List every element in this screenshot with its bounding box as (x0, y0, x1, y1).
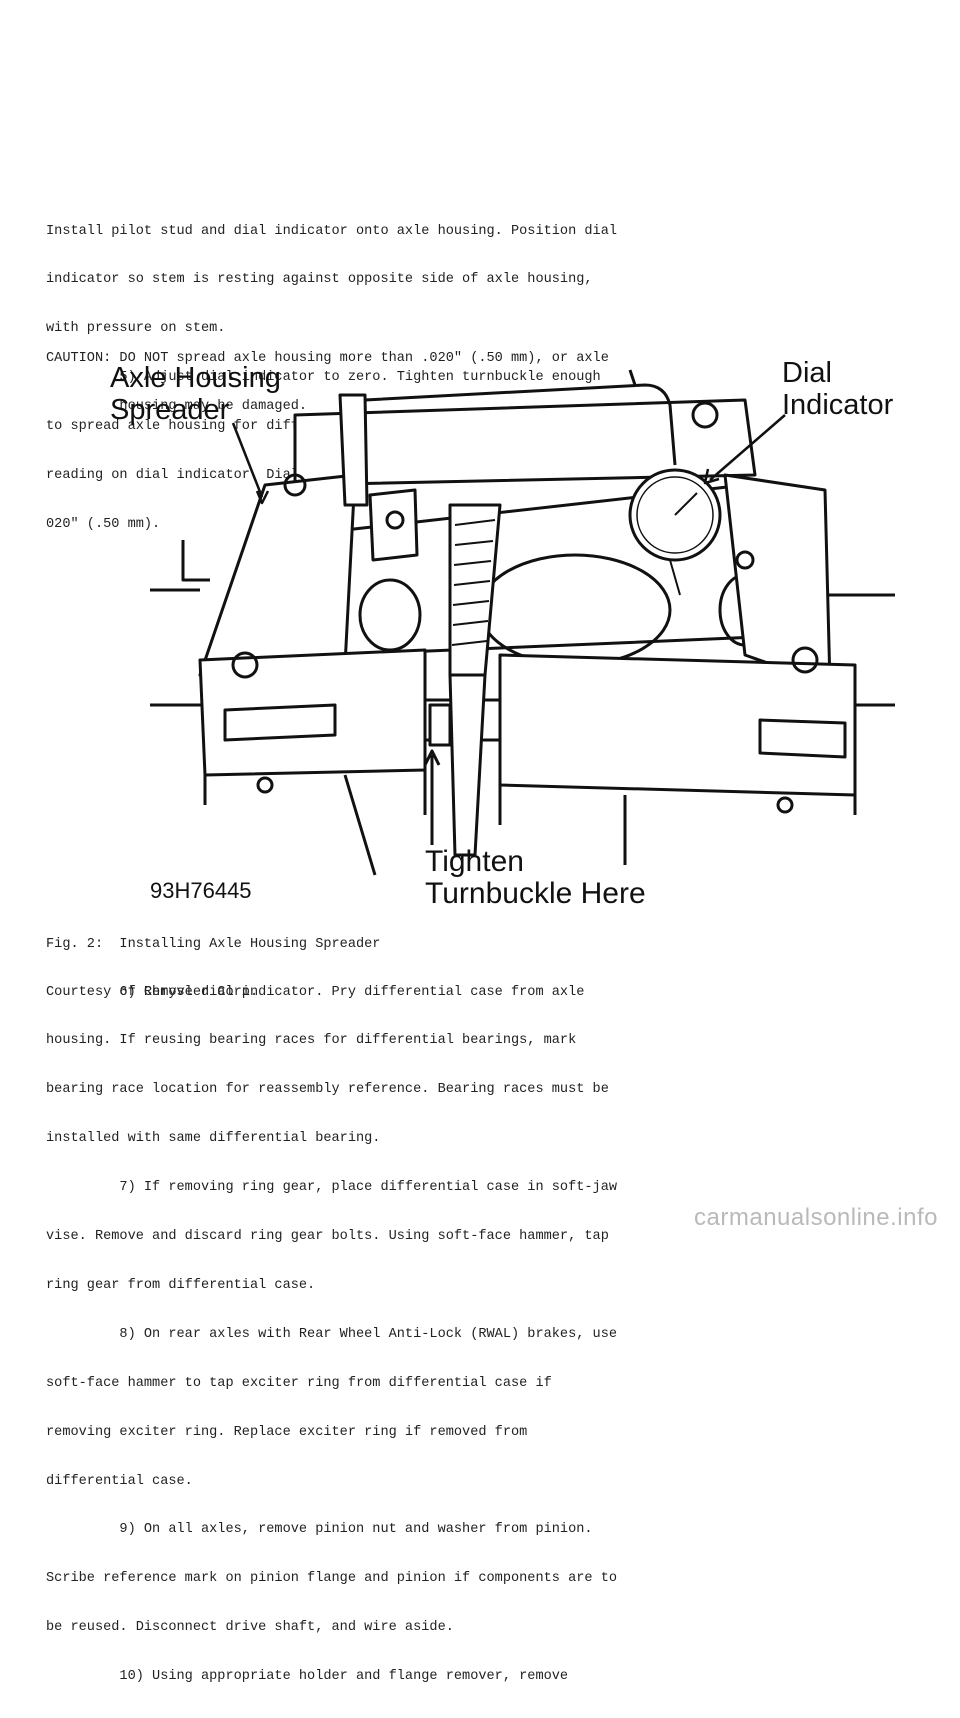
step-line: housing. If reusing bearing races for di… (46, 1033, 577, 1049)
label-indicator-2: Indicator (782, 389, 894, 421)
stud-bracket (368, 488, 419, 562)
step-line: 8) On rear axles with Rear Wheel Anti-Lo… (46, 1326, 618, 1342)
bolt (231, 651, 259, 679)
axle-spreader-figure: Axle Housing Spreader Dial Indicator Tig… (105, 355, 905, 910)
indicator-arrowhead (703, 468, 720, 485)
caution-note: CAUTION: DO NOT spread axle housing more… (46, 318, 609, 448)
pilot-stud (338, 393, 369, 507)
step-line: removing exciter ring. Replace exciter r… (46, 1424, 528, 1440)
label-indicator-1: Dial (782, 357, 832, 389)
bolt (776, 796, 794, 814)
procedure-steps: 6) Remove dial indicator. Pry differenti… (46, 952, 617, 1718)
step-line: differential case. (46, 1473, 193, 1489)
turnbuckle-arrowhead (423, 749, 441, 766)
label-spreader-2: Spreader (110, 394, 230, 426)
axle-spreader-illustration: Axle Housing Spreader Dial Indicator Tig… (110, 357, 895, 910)
stud-bolt (385, 510, 405, 530)
lower-lines (343, 774, 627, 876)
step-line: ring gear from differential case. (46, 1277, 316, 1293)
indicator-leader (709, 414, 786, 481)
turnbuckle-nut (428, 703, 452, 747)
intro-line: 5) Adjust dial indicator to zero. Tighte… (46, 370, 601, 386)
label-spreader-1: Axle Housing (110, 362, 281, 394)
label-turnbuckle-2: Turnbuckle Here (425, 877, 646, 910)
step-line: be reused. Disconnect drive shaft, and w… (46, 1620, 454, 1636)
bolt (256, 776, 274, 794)
figure-caption: Fig. 2: Installing Axle Housing Spreader… (46, 904, 380, 1034)
step-line: 7) If removing ring gear, place differen… (46, 1180, 618, 1196)
intro-line: with pressure on stem. (46, 321, 226, 337)
bolt (735, 550, 755, 570)
bolt (791, 646, 819, 674)
left-axle-tube (150, 588, 205, 707)
step-line: Scribe reference mark on pinion flange a… (46, 1571, 618, 1587)
caption-line: Courtesy of Chrysler Corp. (46, 985, 259, 1001)
intro-line: 020" (.50 mm). (46, 516, 161, 532)
step-line: bearing race location for reassembly ref… (46, 1082, 609, 1098)
dial-inner (636, 476, 714, 554)
intro-line: indicator so stem is resting against opp… (46, 272, 593, 288)
pinion-post (448, 673, 487, 857)
step-line: vise. Remove and discard ring gear bolts… (46, 1229, 609, 1245)
front-right-slot (758, 718, 847, 759)
frame-legs (203, 770, 857, 825)
label-turnbuckle-1: Tighten (425, 845, 524, 878)
spreader-leader (231, 422, 264, 498)
intro-line: Install pilot stud and dial indicator on… (46, 223, 618, 239)
dial-stem (669, 559, 681, 596)
manual-page: Install pilot stud and dial indicator on… (46, 223, 938, 1684)
step-line: 6) Remove dial indicator. Pry differenti… (46, 984, 585, 1000)
step-line: 9) On all axles, remove pinion nut and w… (46, 1522, 593, 1538)
bolt (691, 401, 719, 429)
indicator-arm (364, 383, 677, 466)
spreader-back-beam (293, 398, 757, 487)
figure-code: 93H76445 (150, 878, 252, 903)
watermark: carmanualsonline.info (694, 1204, 938, 1231)
indicator-knob (628, 369, 637, 386)
left-bearing (358, 578, 422, 652)
caution-line: housing may be damaged. (46, 399, 308, 415)
left-bracket (181, 540, 210, 582)
step-line: installed with same differential bearing… (46, 1131, 381, 1147)
step-line: soft-face hammer to tap exciter ring fro… (46, 1375, 552, 1391)
step-line: 10) Using appropriate holder and flange … (46, 1669, 569, 1685)
ring-gear-teeth (451, 519, 496, 646)
dial-needle (674, 492, 698, 516)
bolt (283, 473, 307, 497)
spreader-left-beam (198, 473, 357, 677)
caution-line: CAUTION: DO NOT spread axle housing more… (46, 350, 609, 366)
spreader-front-right-beam (498, 653, 857, 797)
caption-line: Fig. 2: Installing Axle Housing Spreader (46, 936, 381, 952)
front-left-slot (223, 703, 337, 742)
spreader-arrowhead (255, 490, 270, 505)
